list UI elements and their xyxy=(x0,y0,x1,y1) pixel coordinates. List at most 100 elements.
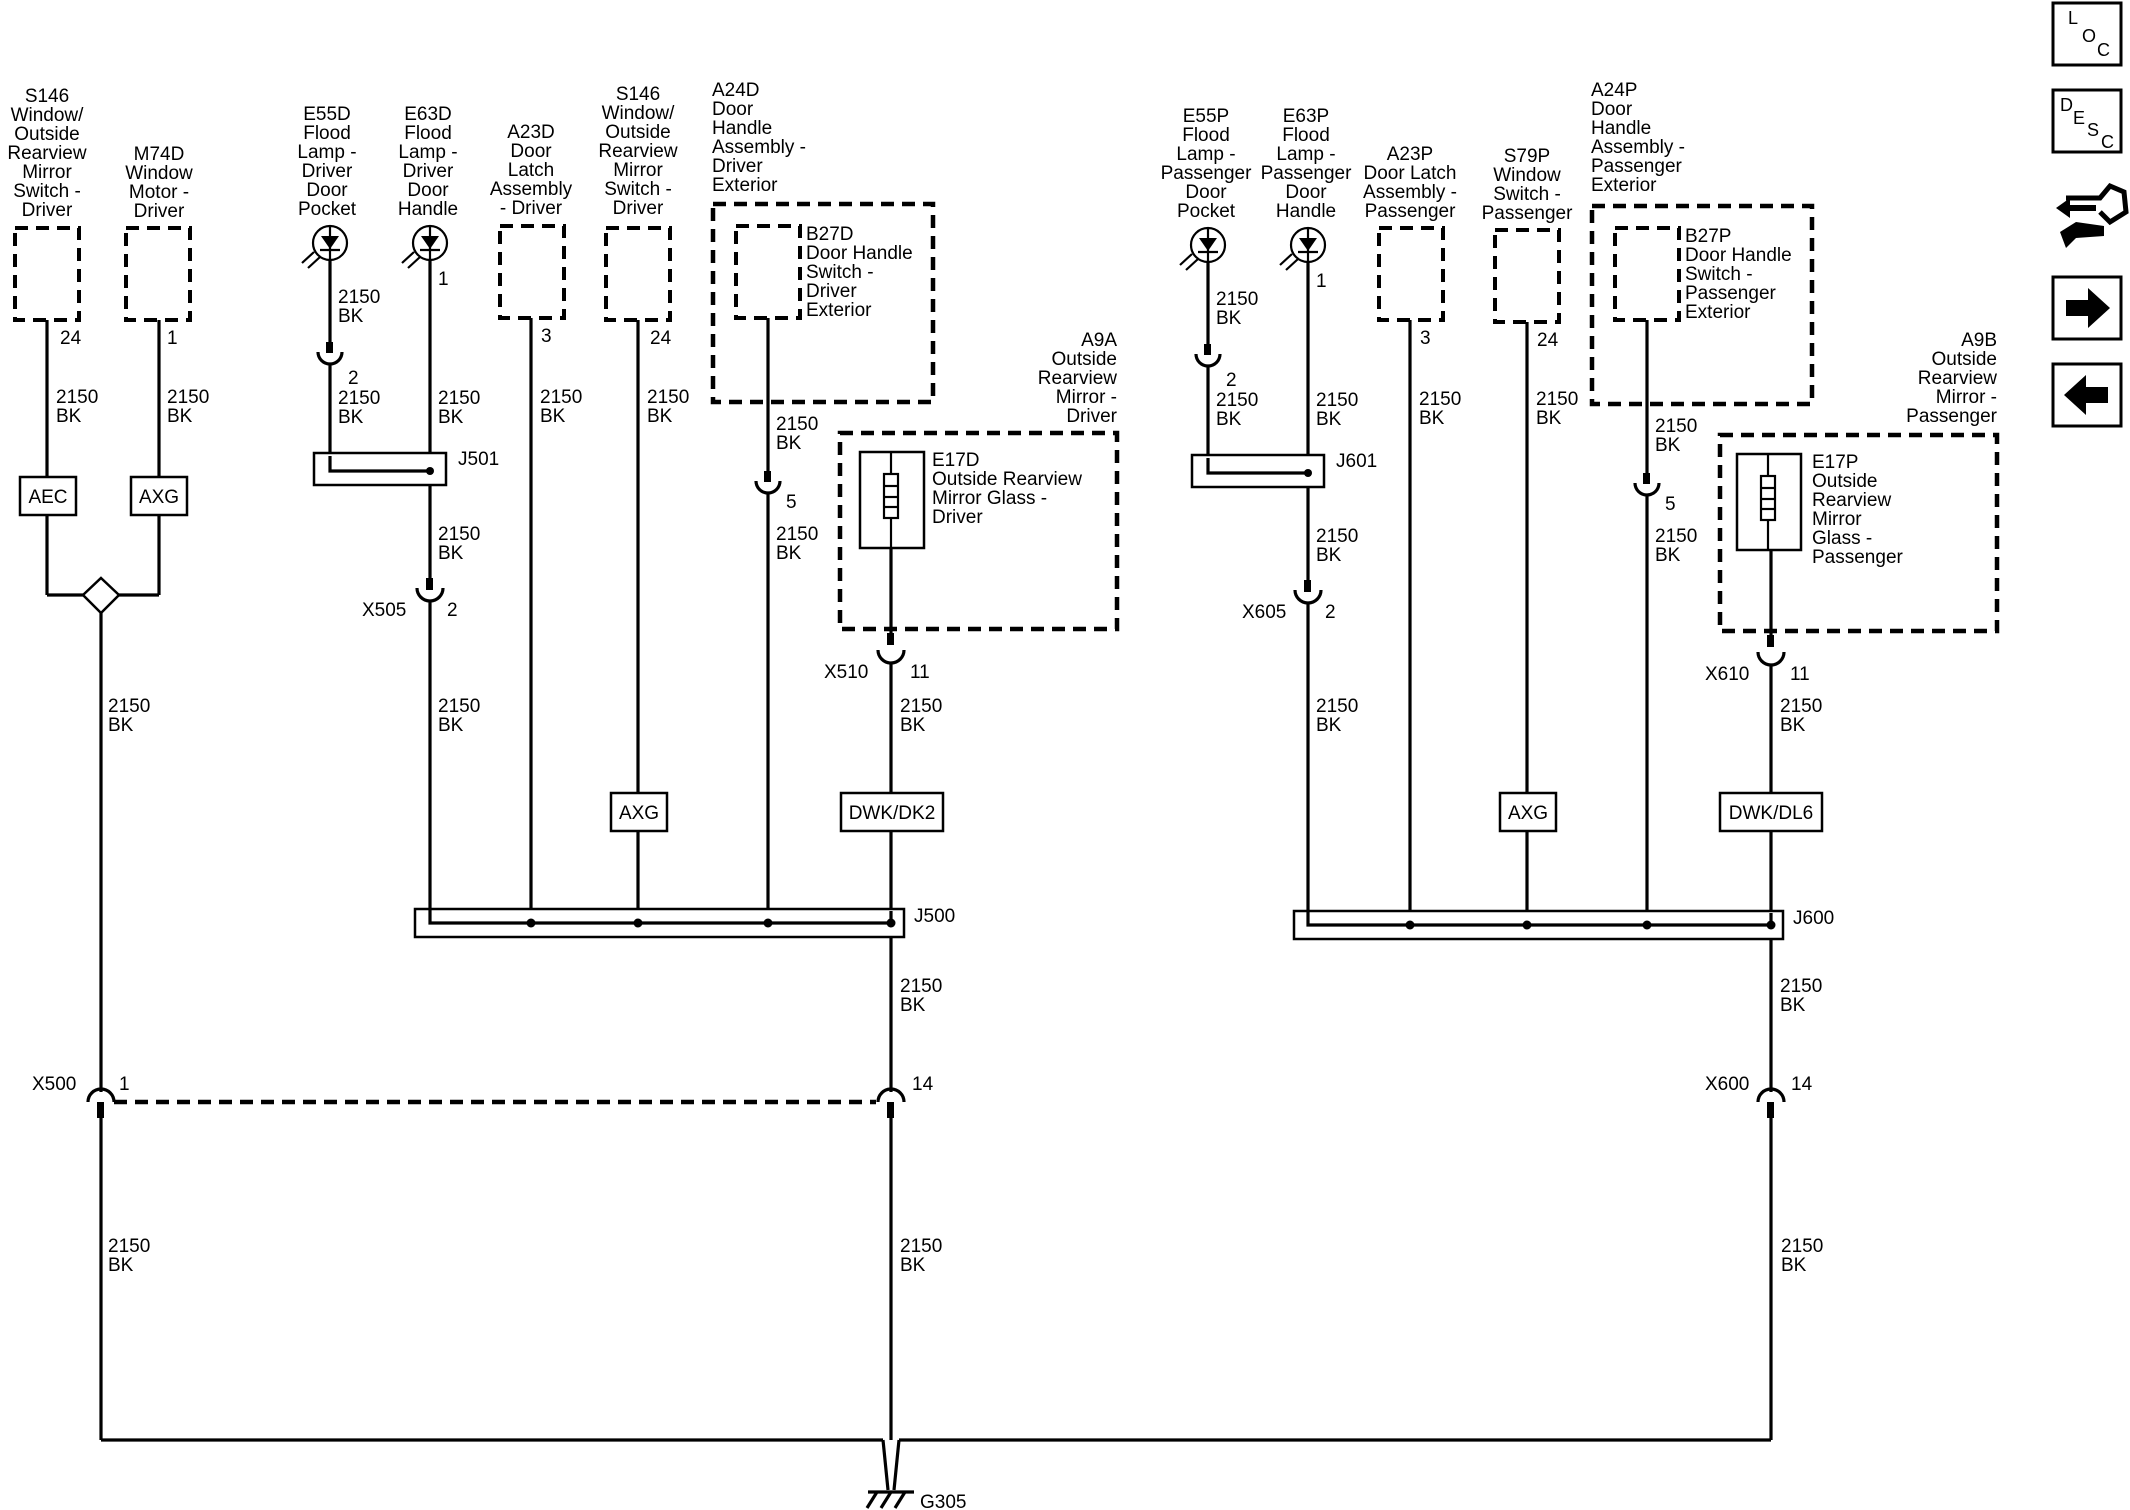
loc-letter: O xyxy=(2082,26,2096,46)
splice-label: J501 xyxy=(458,449,499,470)
desc-letter: E xyxy=(2073,108,2085,128)
pin-label: 2 xyxy=(447,600,458,621)
pin-label: 14 xyxy=(1791,1074,1813,1095)
loc-letter: C xyxy=(2097,40,2110,60)
option-label: AXG xyxy=(139,487,179,508)
desc-letter: S xyxy=(2087,120,2099,140)
desc-letter: C xyxy=(2101,132,2114,152)
pin-label: 2 xyxy=(348,368,359,389)
pin-label: 3 xyxy=(541,326,552,347)
option-label: DWK/DK2 xyxy=(849,803,936,824)
pin-label: 1 xyxy=(167,328,178,349)
lamp-icon xyxy=(301,224,349,269)
connector-label: X600 xyxy=(1705,1074,1749,1095)
forward-arrow-icon[interactable] xyxy=(2051,275,2123,341)
location-button[interactable]: L O C xyxy=(2051,1,2123,67)
splice-label: J601 xyxy=(1336,451,1377,472)
pin-label: 24 xyxy=(1537,330,1559,351)
description-button[interactable]: D E S C xyxy=(2051,88,2123,154)
pin-label: 5 xyxy=(1665,494,1676,515)
connector-label: X510 xyxy=(824,662,868,683)
pin-label: 3 xyxy=(1420,328,1431,349)
pin-label: 24 xyxy=(60,328,82,349)
connector-end-view-icon[interactable] xyxy=(2056,182,2129,248)
pin-label: 11 xyxy=(910,662,930,683)
pin-label: 1 xyxy=(119,1074,130,1095)
connector-label: X605 xyxy=(1242,602,1286,623)
pin-label: 2 xyxy=(1325,602,1336,623)
back-arrow-icon[interactable] xyxy=(2051,362,2123,428)
pin-label: 1 xyxy=(438,269,449,290)
lamp-icon xyxy=(1179,226,1227,271)
desc-letter: D xyxy=(2060,95,2073,115)
splice-diamond xyxy=(81,576,121,615)
option-box-axg xyxy=(609,791,669,833)
option-label: DWK/DL6 xyxy=(1729,803,1813,824)
pin-label: 11 xyxy=(1790,664,1810,685)
connector-label: X500 xyxy=(32,1074,76,1095)
pin-label: 24 xyxy=(650,328,672,349)
option-label: AEC xyxy=(28,487,67,508)
connector-label: X505 xyxy=(362,600,406,621)
splice-pack-j601 xyxy=(1190,453,1326,489)
pin-label: 1 xyxy=(1316,271,1327,292)
ground-label: G305 xyxy=(920,1492,966,1510)
connector-label: X610 xyxy=(1705,664,1749,685)
pin-label: 5 xyxy=(786,492,797,513)
option-label: AXG xyxy=(1508,803,1548,824)
option-label: AXG xyxy=(619,803,659,824)
lamp-icon xyxy=(1279,226,1327,271)
pin-label: 14 xyxy=(912,1074,934,1095)
